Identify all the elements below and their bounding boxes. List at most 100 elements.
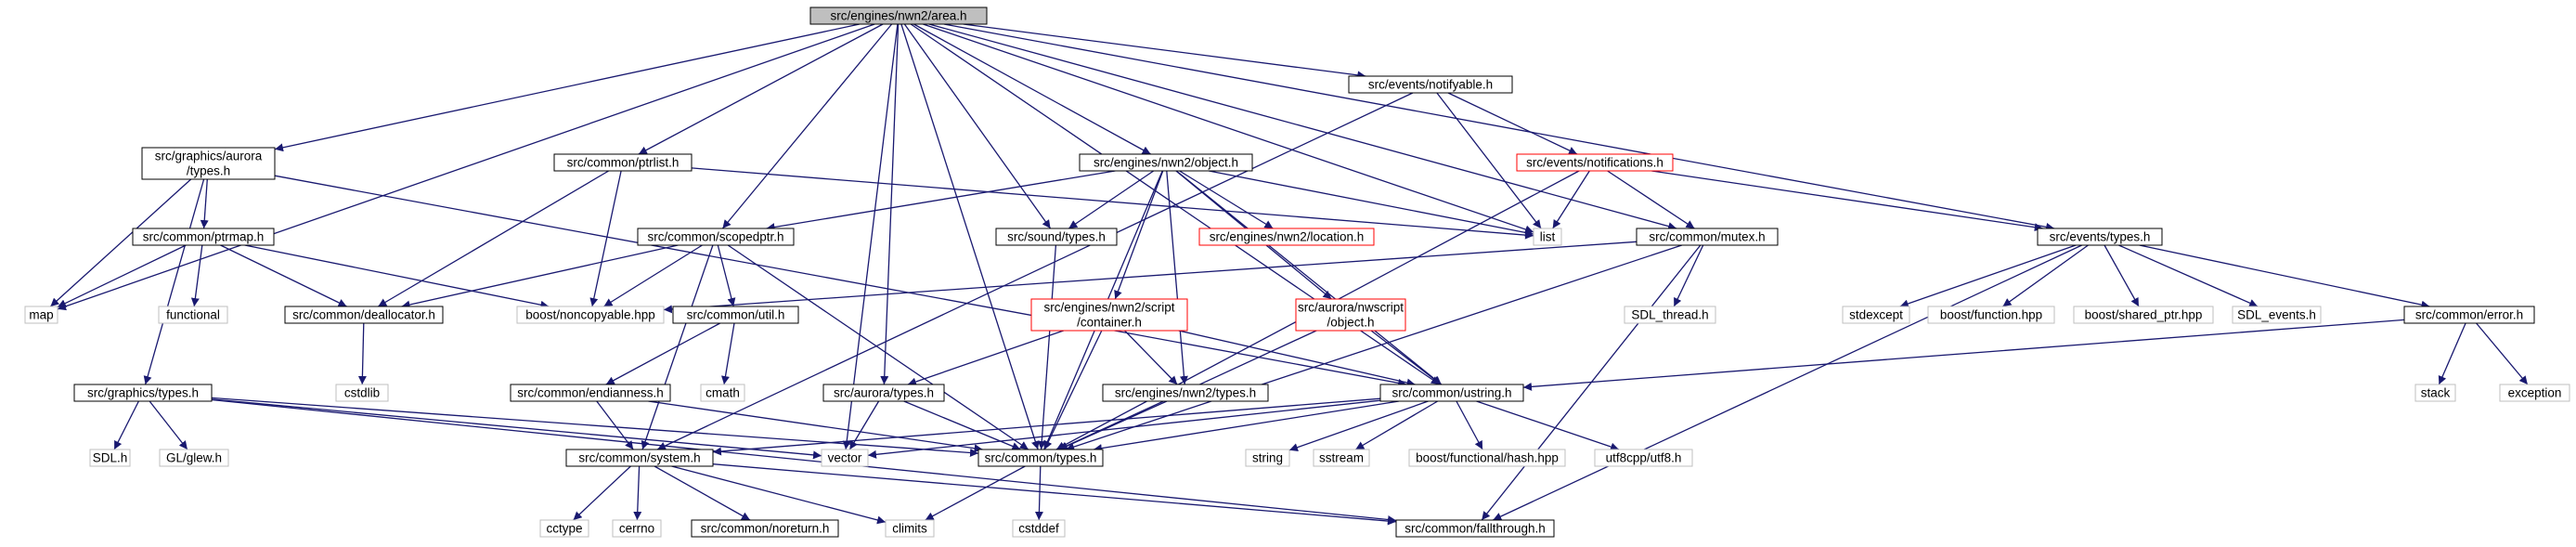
node-boost-function[interactable]: boost/function.hpp [1927,306,2055,324]
node-label: sstream [1319,451,1364,465]
node-aurora-types[interactable]: src/aurora/types.h [822,384,945,402]
node-nwn2-types[interactable]: src/engines/nwn2/types.h [1102,384,1269,402]
edge-events_types-to-boost_function [2002,244,2089,307]
node-list[interactable]: list [1533,228,1562,246]
edge-aurora_types_gfx-to-ptrmap [200,178,209,229]
node-functional[interactable]: functional [158,306,228,324]
edge-area-to-sound_types [903,23,1052,229]
edge-error-to-exception [2476,322,2529,385]
node-events-types[interactable]: src/events/types.h [2037,228,2163,246]
edge-area-to-aurora_types [880,23,900,385]
node-error[interactable]: src/common/error.h [2403,306,2535,324]
node-ustring[interactable]: src/common/ustring.h [1379,384,1524,402]
node-label: src/common/noreturn.h [701,522,830,536]
edge-system-to-cctype [573,465,631,521]
node-boost-shared-ptr[interactable]: boost/shared_ptr.hpp [2073,306,2214,324]
edge-aurora_types_gfx-to-ustring [274,175,1407,387]
node-sdl-thread[interactable]: SDL_thread.h [1624,306,1716,324]
node-cctype[interactable]: cctype [539,519,589,538]
node-sdl-events[interactable]: SDL_events.h [2232,306,2322,324]
node-stack[interactable]: stack [2414,384,2456,402]
node-label: src/engines/nwn2/area.h [830,9,966,23]
node-exception[interactable]: exception [2499,384,2570,402]
node-label: /object.h [1327,316,1374,330]
node-notifyable[interactable]: src/events/notifyable.h [1348,75,1513,94]
node-label: src/events/notifyable.h [1368,78,1493,92]
node-label: climits [892,522,927,536]
edge-aurora_types-to-vector [848,400,880,450]
edge-ptrmap-to-map [57,244,187,308]
node-stdexcept[interactable]: stdexcept [1842,306,1910,324]
node-label: src/common/types.h [985,451,1097,465]
node-graphics-types[interactable]: src/graphics/types.h [73,384,213,402]
node-noncopyable[interactable]: boost/noncopyable.hpp [516,306,665,324]
node-cstddef[interactable]: cstddef [1012,519,1066,538]
node-ptrmap[interactable]: src/common/ptrmap.h [132,228,275,246]
node-label: src/common/endianness.h [517,386,664,400]
edge-ustring-to-sstream [1354,400,1439,450]
node-label: functional [166,308,220,322]
edge-events_types-to-boost_shared_ptr [2104,244,2140,307]
node-label: SDL.h [93,451,128,465]
node-boost-hash[interactable]: boost/functional/hash.hpp [1408,449,1566,467]
node-climits[interactable]: climits [885,519,935,538]
node-mutex[interactable]: src/common/mutex.h [1636,228,1779,246]
edge-scopedptr-to-noncopyable [603,244,703,307]
node-noreturn[interactable]: src/common/noreturn.h [691,519,839,538]
edge-area-to-map [57,23,875,311]
node-common-types[interactable]: src/common/types.h [977,449,1104,467]
node-util[interactable]: src/common/util.h [672,306,799,324]
edge-ptrmap-to-functional [190,244,203,307]
node-label: map [29,308,53,322]
edge-area-to-ptrlist [638,23,884,155]
node-cstdlib[interactable]: cstdlib [335,384,389,402]
node-nwscript-object[interactable]: src/aurora/nwscript/object.h [1295,298,1406,332]
node-cmath[interactable]: cmath [700,384,745,402]
edge-system-to-fallthrough [712,463,1397,526]
edge-error-to-stack [2438,322,2466,385]
node-sstream[interactable]: sstream [1313,449,1370,467]
edge-ptrlist-to-deallocator [377,170,610,307]
node-label: utf8cpp/utf8.h [1606,451,1682,465]
edge-events_types-to-sdl_events [2118,244,2259,307]
node-utf8cpp[interactable]: utf8cpp/utf8.h [1594,449,1693,467]
node-endianness[interactable]: src/common/endianness.h [510,384,671,402]
node-system[interactable]: src/common/system.h [565,449,714,467]
node-sound-types[interactable]: src/sound/types.h [995,228,1118,246]
node-label: SDL_thread.h [1631,308,1708,322]
edge-notifications-to-list [1552,170,1590,229]
node-nwn2-object[interactable]: src/engines/nwn2/object.h [1079,153,1253,172]
node-location[interactable]: src/engines/nwn2/location.h [1198,228,1375,246]
node-label: src/common/ptrlist.h [567,156,680,170]
node-script-container[interactable]: src/engines/nwn2/script/container.h [1030,298,1188,332]
edge-ptrlist-to-noncopyable [589,170,622,307]
node-scopedptr[interactable]: src/common/scopedptr.h [637,228,795,246]
edge-endianness-to-common_types [648,400,983,453]
node-label: src/graphics/aurora [155,150,263,163]
node-label: src/engines/nwn2/types.h [1115,386,1256,400]
node-map[interactable]: map [24,306,58,324]
node-glew[interactable]: GL/glew.h [159,449,229,467]
node-label: src/common/scopedptr.h [647,230,783,244]
nodes-layer: src/engines/nwn2/area.h src/events/notify… [24,7,2570,538]
edge-script_container-to-common_types [1043,330,1103,450]
node-ptrlist[interactable]: src/common/ptrlist.h [553,153,693,172]
node-vector[interactable]: vector [821,449,869,467]
node-area[interactable]: src/engines/nwn2/area.h [809,7,988,25]
edge-mutex-to-noncopyable [663,241,1638,314]
edge-sound_types-to-common_types [1037,244,1057,450]
node-sdl-h[interactable]: SDL.h [89,449,131,467]
edge-nwn2_object-to-scopedptr [766,170,1116,231]
node-aurora-types-gfx[interactable]: src/graphics/aurora/types.h [141,147,276,180]
node-string[interactable]: string [1245,449,1290,467]
node-deallocator[interactable]: src/common/deallocator.h [284,306,444,324]
node-label: string [1252,451,1283,465]
node-label: cctype [546,522,582,536]
edge-scopedptr-to-common_types [727,244,1029,450]
node-label: /types.h [187,164,230,178]
node-notifications[interactable]: src/events/notifications.h [1516,153,1674,172]
node-cerrno[interactable]: cerrno [612,519,662,538]
edge-nwn2_object-to-list [1209,170,1534,237]
node-label: src/common/ustring.h [1392,386,1511,400]
node-fallthrough[interactable]: src/common/fallthrough.h [1395,519,1555,538]
